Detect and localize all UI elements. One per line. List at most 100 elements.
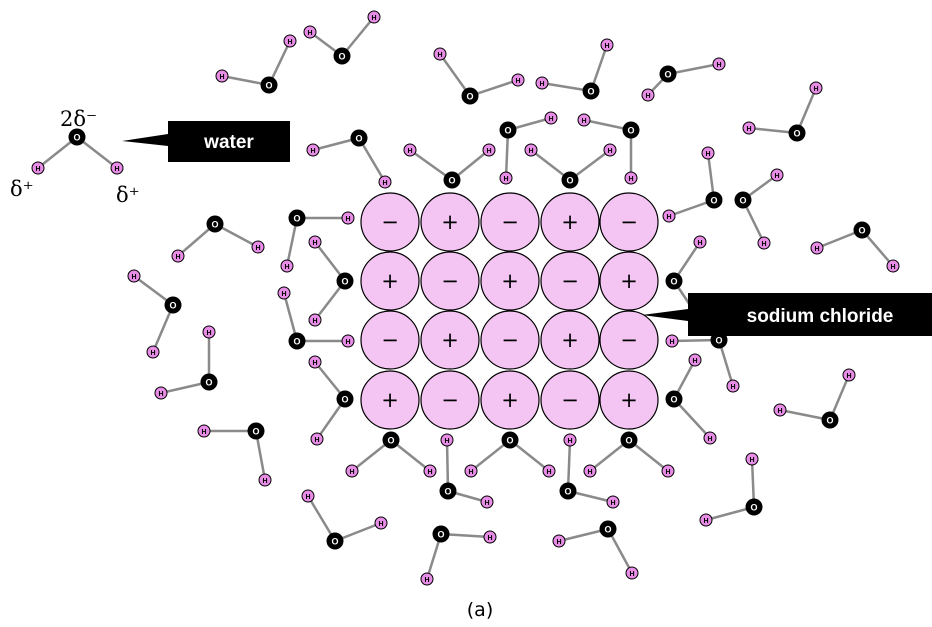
ion-circle xyxy=(480,251,540,311)
oxygen-circle xyxy=(439,482,457,500)
ion-circle xyxy=(420,192,480,252)
oxygen-letter: O xyxy=(793,129,800,139)
oxygen-letter: O xyxy=(338,52,345,62)
hydrogen-letter: H xyxy=(666,214,671,221)
hydrogen-circle xyxy=(215,69,229,83)
ion-charge-label: + xyxy=(441,328,459,352)
oxygen-atom: O xyxy=(288,332,306,350)
hydrogen-letter: H xyxy=(307,30,312,37)
ion-charge-label: − xyxy=(620,328,638,352)
hydrogen-letter: H xyxy=(669,339,674,346)
hydrogen-atom: H xyxy=(202,325,216,339)
hydrogen-atom: H xyxy=(703,431,717,445)
oxygen-letter: O xyxy=(566,176,573,186)
hydrogen-letter: H xyxy=(707,436,712,443)
hydrogen-atom: H xyxy=(171,249,185,263)
hydrogen-atom: H xyxy=(154,386,168,400)
oxygen-letter: O xyxy=(341,277,348,287)
ion-circle xyxy=(480,192,540,252)
hydrogen-circle xyxy=(308,235,322,249)
hydrogen-circle xyxy=(154,386,168,400)
ion: + xyxy=(480,370,540,430)
hydrogen-letter: H xyxy=(705,151,710,158)
hydrogen-circle xyxy=(552,534,566,548)
water-molecule: HHO xyxy=(662,146,723,223)
ion-circle xyxy=(540,192,600,252)
hydrogen-atom: H xyxy=(310,432,324,446)
hydrogen-letter: H xyxy=(746,126,751,133)
hydrogen-circle xyxy=(842,368,856,382)
water-molecule: H H O xyxy=(665,353,717,445)
oxygen-letter: O xyxy=(444,487,451,497)
water-molecule: HHO xyxy=(577,113,640,185)
hydrogen-circle xyxy=(542,464,556,478)
ion: − xyxy=(360,310,420,370)
ion-circle xyxy=(360,310,420,370)
oxygen-atom: O xyxy=(288,209,306,227)
hydrogen-atom: H xyxy=(544,111,558,125)
water-molecule: HHO xyxy=(433,47,525,105)
hydrogen-circle xyxy=(127,269,141,283)
oxygen-atom: O xyxy=(333,47,351,65)
hydrogen-letter: H xyxy=(629,571,634,578)
hydrogen-atom: H xyxy=(251,240,265,254)
oxygen-circle xyxy=(350,129,368,147)
oxygen-atom: O xyxy=(665,390,683,408)
oxygen-letter: O xyxy=(670,395,677,405)
oxygen-atom: O xyxy=(853,221,871,239)
hydrogen-circle xyxy=(341,334,355,348)
hydrogen-letter: H xyxy=(284,264,289,271)
hydrogen-letter: H xyxy=(665,469,670,476)
hydrogen-letter: H xyxy=(813,86,818,93)
hydrogen-letter: H xyxy=(158,391,163,398)
ion-circle xyxy=(420,310,480,370)
ion: − xyxy=(480,310,540,370)
oxygen-letter: O xyxy=(826,416,833,426)
hydrogen-circle xyxy=(625,566,639,580)
hydrogen-letter: H xyxy=(424,577,429,584)
bond-line xyxy=(445,439,450,492)
hydrogen-letter: H xyxy=(371,15,376,22)
hydrogen-atom: H xyxy=(563,433,577,447)
hydrogen-atom: H xyxy=(464,464,478,478)
hydrogen-letter: H xyxy=(604,43,609,50)
oxygen-atom: O xyxy=(336,272,354,290)
ion-charge-label: + xyxy=(381,388,399,412)
hydrogen-circle xyxy=(544,111,558,125)
hydrogen-letter: H xyxy=(515,78,520,85)
hydrogen-atom: H xyxy=(480,495,494,509)
oxygen-circle xyxy=(620,431,638,449)
hydrogen-atom: H xyxy=(535,76,549,90)
hydrogen-circle xyxy=(606,495,620,509)
hydrogen-letter: H xyxy=(692,358,697,365)
water-molecule: H H O xyxy=(439,433,494,509)
hydrogen-atom: H xyxy=(110,161,124,175)
oxygen-atom: O xyxy=(432,525,450,543)
oxygen-letter: O xyxy=(627,126,634,136)
hydrogen-circle xyxy=(600,38,614,52)
oxygen-atom: O xyxy=(821,411,839,429)
oxygen-letter: O xyxy=(670,277,677,287)
hydrogen-atom: H xyxy=(308,355,322,369)
hydrogen-circle xyxy=(440,433,454,447)
oxygen-letter: O xyxy=(506,436,513,446)
hydrogen-letter: H xyxy=(219,74,224,81)
hydrogen-circle xyxy=(483,530,497,544)
water-molecule: HHO xyxy=(535,38,614,100)
oxygen-circle xyxy=(705,191,723,209)
hydrogen-letter: H xyxy=(761,241,766,248)
hydrogen-circle xyxy=(688,353,702,367)
hydrogen-circle xyxy=(367,10,381,24)
water-molecule: HHO xyxy=(127,269,182,359)
hydrogen-letter: H xyxy=(697,240,702,247)
hydrogen-circle xyxy=(624,171,638,185)
ion: + xyxy=(540,192,600,252)
ion: − xyxy=(480,192,540,252)
hydrogen-atom: H xyxy=(524,143,538,157)
oxygen-atom: O xyxy=(382,431,400,449)
oxygen-circle xyxy=(443,171,461,189)
hydrogen-atom: H xyxy=(374,516,388,530)
hydrogen-circle xyxy=(809,81,823,95)
ion-circle xyxy=(420,251,480,311)
